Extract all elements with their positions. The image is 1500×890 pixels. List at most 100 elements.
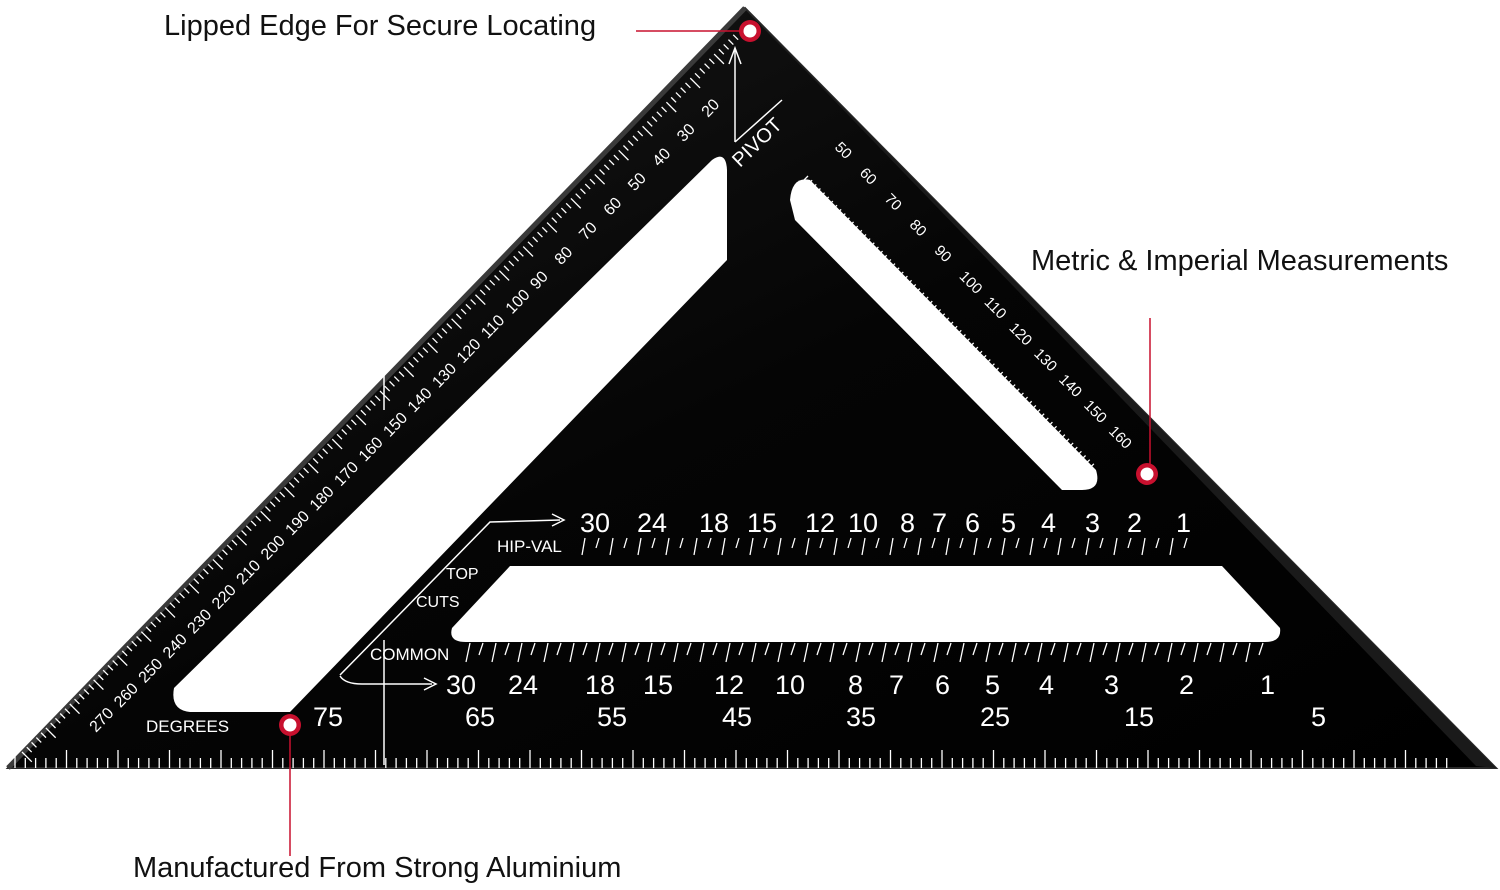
hip-val-number: 5 (1001, 508, 1016, 538)
hip-val-tick (1001, 537, 1006, 556)
hypotenuse-tick (245, 525, 252, 532)
hypotenuse-tick (546, 222, 558, 233)
common-tick (1141, 642, 1147, 663)
lipped-edge (6, 6, 747, 770)
hypotenuse-tick (408, 361, 414, 368)
common-tick (1232, 642, 1238, 656)
hip-val-tick (791, 537, 796, 549)
hypotenuse-tick (398, 371, 405, 378)
hypotenuse-tick (97, 674, 104, 681)
common-tick (1180, 642, 1186, 656)
common-tick (972, 642, 978, 656)
common-tick (517, 642, 523, 663)
hip-val-number: 3 (1085, 508, 1100, 538)
hypotenuse-tick (131, 640, 138, 647)
hip-val-tick (623, 537, 628, 549)
hypotenuse-tick (575, 193, 582, 200)
common-tick (985, 642, 991, 663)
hypotenuse-tick (656, 111, 663, 118)
hypotenuse-tick (136, 636, 142, 642)
common-tick (1206, 642, 1212, 656)
hip-val-tick (1057, 537, 1062, 556)
hypotenuse-tick (541, 226, 548, 233)
common-tick (1219, 642, 1225, 663)
common-number: 18 (585, 670, 615, 700)
right-slot-tick (1047, 425, 1058, 436)
hypotenuse-tick (121, 650, 128, 657)
hypotenuse-tick (155, 616, 162, 623)
hypotenuse-tick (250, 520, 257, 527)
hypotenuse-tick (260, 510, 271, 522)
common-number: 30 (446, 670, 476, 700)
hypotenuse-tick (279, 491, 286, 498)
right-slot-tick (973, 346, 979, 352)
common-tick (920, 642, 926, 656)
hypotenuse-tick (551, 217, 558, 224)
hypotenuse-tick (618, 149, 629, 161)
hip-val-tick (875, 537, 880, 549)
hypotenuse-tick (455, 313, 462, 320)
hypotenuse-tick (93, 679, 104, 691)
hypotenuse-tick (217, 554, 224, 561)
common-tick (1024, 642, 1030, 656)
degree-number: 35 (846, 702, 876, 732)
right-slot-tick (977, 350, 983, 356)
common-tick (1154, 642, 1160, 656)
marker-material (279, 714, 301, 736)
hypotenuse-tick (599, 169, 605, 175)
hip-val-tick (581, 537, 586, 556)
common-tick (764, 642, 770, 656)
hypotenuse-tick (661, 106, 667, 113)
hypotenuse-tick (560, 207, 567, 214)
right-slot-tick (1068, 442, 1074, 448)
hypotenuse-tick (685, 82, 691, 89)
common-tick (777, 642, 783, 663)
right-slot-tick (1064, 438, 1070, 444)
right-slot-tick (1018, 392, 1024, 398)
hypotenuse-tick (689, 77, 701, 89)
marker-lipped-edge (739, 20, 761, 42)
common-tick (686, 642, 692, 656)
right-slot-tick (861, 233, 867, 240)
right-edge-bevel (745, 8, 1496, 768)
common-tick (959, 642, 965, 663)
hypotenuse-tick (198, 573, 204, 580)
common-tick (647, 642, 653, 663)
hypotenuse-tick (537, 231, 543, 238)
hypotenuse-tick (331, 438, 343, 450)
hypotenuse-tick (284, 486, 295, 498)
hip-val-tick (959, 537, 964, 549)
hypotenuse-tick (417, 352, 424, 358)
hypotenuse-tick (312, 457, 319, 464)
hypotenuse-tick (637, 130, 644, 137)
hypotenuse-tick (222, 549, 228, 556)
hip-val-tick (679, 537, 684, 549)
hip-val-number: 7 (932, 508, 947, 538)
degree-number: 25 (980, 702, 1010, 732)
hypotenuse-tick (117, 655, 128, 666)
common-tick (751, 642, 757, 663)
common-number: 3 (1104, 670, 1119, 700)
hypotenuse-tick (384, 385, 391, 392)
hip-val-tick (903, 537, 908, 549)
common-tick (1089, 642, 1095, 663)
hypotenuse-tick (489, 279, 496, 286)
right-slot-tick (952, 325, 958, 331)
right-slot-tick (1068, 446, 1078, 457)
right-slot-tick (935, 309, 942, 315)
hypotenuse-tick (88, 684, 95, 690)
common-number: 7 (889, 670, 904, 700)
common-tick (907, 642, 913, 663)
hypotenuse-tick (708, 58, 715, 65)
hypotenuse-tick (21, 751, 33, 763)
hypotenuse-tick (699, 68, 706, 74)
hypotenuse-tick (322, 448, 329, 455)
common-tick (855, 642, 861, 663)
hypotenuse-tick (317, 453, 324, 459)
right-slot-tick (964, 342, 975, 352)
common-tick (660, 642, 666, 656)
common-number: 10 (775, 670, 805, 700)
hypotenuse-tick (288, 481, 295, 488)
hypotenuse-tick (517, 250, 524, 257)
